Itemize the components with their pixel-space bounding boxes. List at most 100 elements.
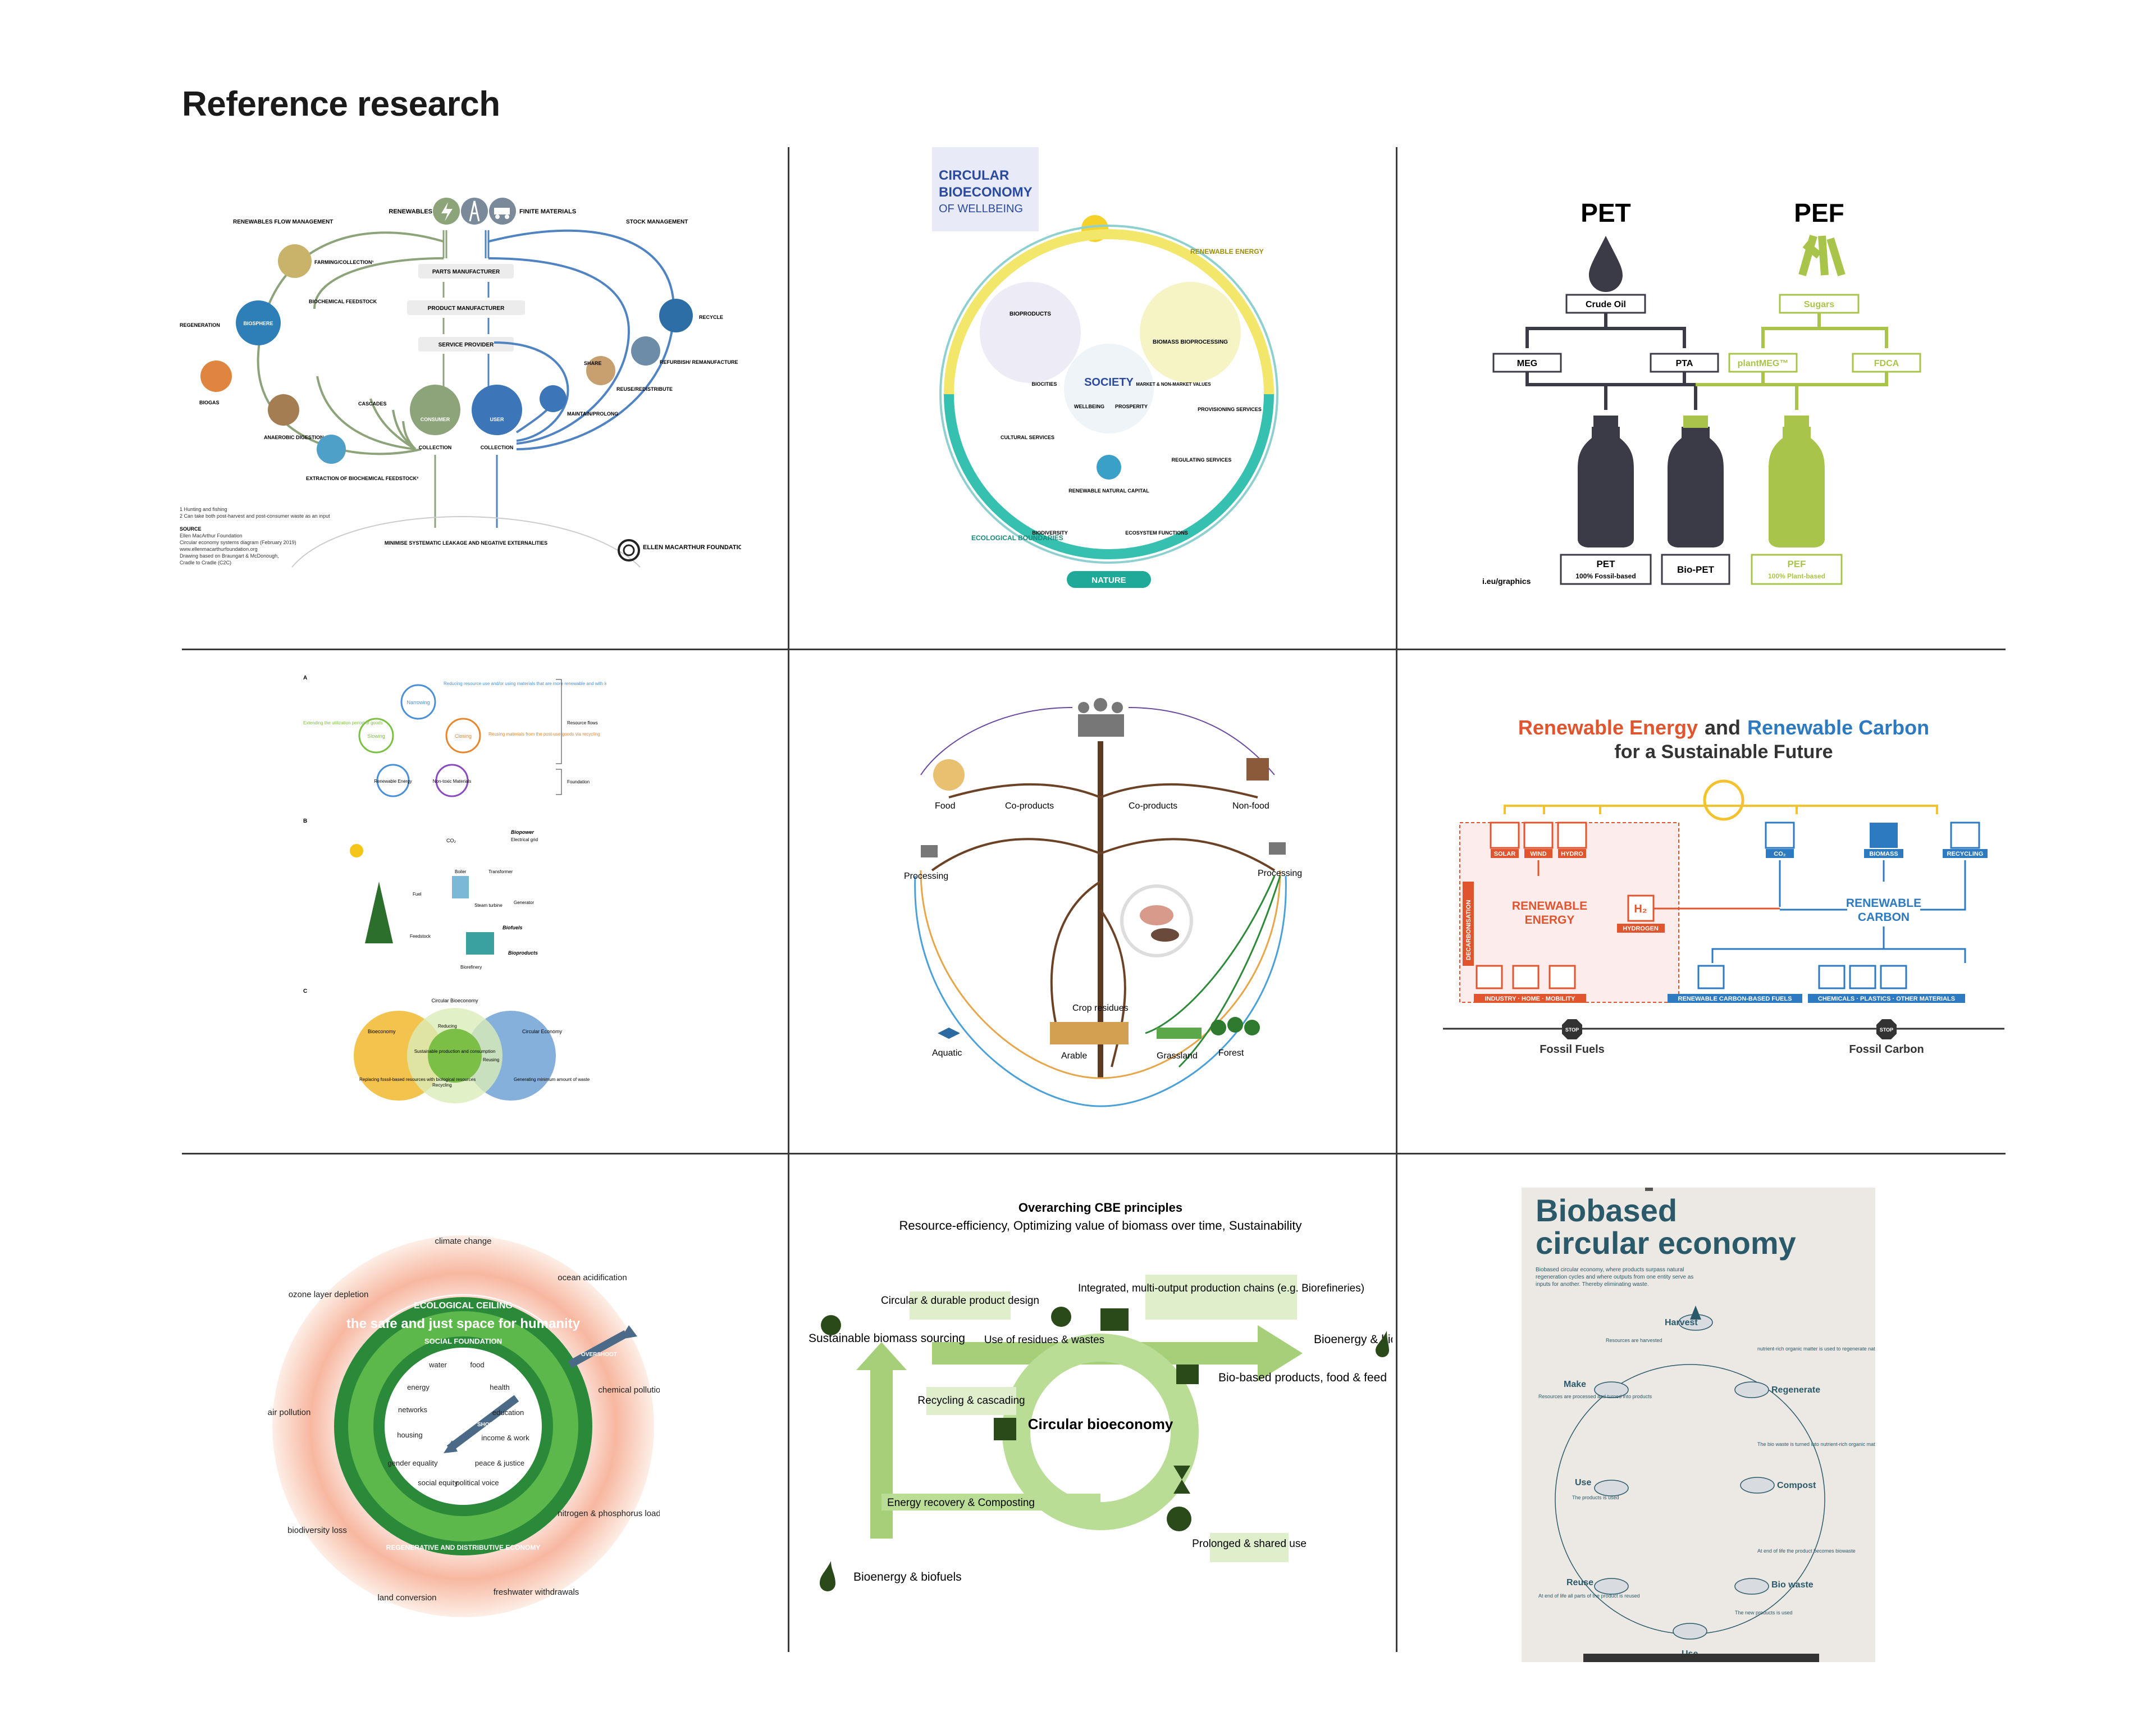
ocean-label: ocean acidification xyxy=(558,1273,627,1283)
cultural-label: CULTURAL SERVICES xyxy=(1001,435,1054,440)
market-label: MARKET & NON-MARKET VALUES xyxy=(1136,382,1211,387)
slowing-text: Extending the utilization period of good… xyxy=(303,720,383,725)
wheat-icon xyxy=(278,244,312,278)
boiler-icon xyxy=(452,876,469,898)
fdca-label: FDCA xyxy=(1874,359,1899,368)
wellbeing-diagram: CIRCULAR BIOECONOMY OF WELLBEING RENEWAB… xyxy=(932,147,1280,602)
foundation-label: SOCIAL FOUNDATION xyxy=(424,1337,502,1345)
compost-label: Compost xyxy=(1777,1481,1816,1490)
biobased-label: Bio-based products, food & feed xyxy=(1218,1371,1387,1384)
bioenergy-left-label: Bioenergy & biofuels xyxy=(853,1571,962,1583)
energy-label: energy xyxy=(407,1383,430,1391)
hydrogen-label: HYDROGEN xyxy=(1623,925,1659,932)
factory-left-icon xyxy=(921,845,938,857)
plant-icon xyxy=(821,1315,841,1335)
pef-heading: PEF xyxy=(1794,198,1844,227)
product-manufacturer-label: PRODUCT MANUFACTURER xyxy=(428,305,505,312)
co2-icon xyxy=(1766,823,1794,848)
principles-title: Overarching CBE principles xyxy=(1018,1201,1182,1215)
closing-text: Reusing materials from the post-use good… xyxy=(488,732,600,737)
new-products-text: The new products is used xyxy=(1735,1610,1793,1616)
provisioning-label: PROVISIONING SERVICES xyxy=(1198,407,1262,412)
wellbeing-label: WELLBEING xyxy=(1074,404,1104,409)
source-line-2: Circular economy systems diagram (Februa… xyxy=(180,540,296,545)
overshoot-label: OVERSHOOT xyxy=(581,1352,617,1358)
oil-drop-icon xyxy=(1589,236,1623,292)
integrated-box xyxy=(1145,1275,1297,1320)
tree-icon xyxy=(365,882,393,943)
climate-label: climate change xyxy=(435,1236,492,1246)
factory-icon xyxy=(631,336,660,366)
hydro-icon xyxy=(1558,823,1586,848)
grassland-label: Grassland xyxy=(1157,1051,1198,1061)
wind-icon xyxy=(1524,823,1552,848)
feedstock-label: Feedstock xyxy=(410,934,431,939)
biomass-label: BIOMASS xyxy=(1869,851,1898,857)
food-plate-icon xyxy=(933,759,965,791)
reuse-label: Reuse xyxy=(1566,1578,1593,1587)
chair-icon xyxy=(1246,758,1269,781)
ozone-label: ozone layer depletion xyxy=(289,1290,369,1299)
credit-label: i.eu/graphics xyxy=(1482,577,1531,586)
note-1: 1 Hunting and fishing xyxy=(180,506,227,512)
biomass-tree-diagram: Food Non-food Co-products Co-products Pr… xyxy=(887,685,1314,1123)
narrowing-text: Reducing resource use and/or using mater… xyxy=(444,681,606,686)
wave-icon xyxy=(1097,455,1121,480)
renewable-carbon-2: CARBON xyxy=(1858,911,1910,924)
panel-a-label: A xyxy=(303,675,307,681)
sun-icon xyxy=(350,844,363,857)
pef-result-label: PEF xyxy=(1787,559,1806,569)
grid-divider-h2 xyxy=(182,1153,2006,1154)
generator-label: Generator xyxy=(514,900,534,905)
ecosystem-label: ECOSYSTEM FUNCTIONS xyxy=(1125,530,1188,536)
renewables-label: RENEWABLES xyxy=(389,208,432,215)
share-icon xyxy=(1167,1507,1191,1531)
source-line-4: Drawing based on Braungart & McDonough, xyxy=(180,553,279,559)
pet-pef-diagram: PET PEF Crude Oil Sugars MEG PTA plantME… xyxy=(1482,191,1954,595)
shortfall-label: SHORTFALL xyxy=(477,1422,511,1428)
fuel-icon xyxy=(1698,966,1724,988)
anaerobic-label: ANAEROBIC DIGESTION xyxy=(264,435,324,440)
wheat-field-icon xyxy=(1050,1022,1129,1044)
nonfood-label: Non-food xyxy=(1232,801,1269,811)
social-label: social equity xyxy=(418,1478,458,1487)
make-label: Make xyxy=(1564,1380,1586,1389)
co2-label: CO₂ xyxy=(1774,851,1786,857)
biofuels-label: Biofuels xyxy=(503,925,523,930)
solar-icon xyxy=(1491,823,1519,848)
food-label: Food xyxy=(935,801,955,811)
chemicals-label: CHEMICALS · PLASTICS · OTHER MATERIALS xyxy=(1818,996,1955,1002)
stop-left-label: STOP xyxy=(1565,1027,1579,1033)
regenerate-text: nutrient-rich organic matter is used to … xyxy=(1757,1346,1875,1352)
consumer-label: CONSUMER xyxy=(421,417,450,422)
video-controls[interactable] xyxy=(1583,1654,1819,1662)
maintain-label: MAINTAIN/PROLONG xyxy=(567,411,618,417)
biomass-icon xyxy=(1870,823,1898,848)
poster-title-1: Biobased xyxy=(1536,1193,1677,1228)
aquatic-label: Aquatic xyxy=(932,1048,962,1058)
recycling-label: Recycling & cascading xyxy=(917,1395,1025,1407)
stop-right-label: STOP xyxy=(1880,1027,1893,1033)
reuse-icon xyxy=(1595,1578,1628,1594)
regulating-label: REGULATING SERVICES xyxy=(1172,457,1232,463)
chemicals-icon xyxy=(1819,966,1844,988)
cbe-label: Circular Bioeconomy xyxy=(431,998,478,1003)
processing-left-label: Processing xyxy=(904,871,948,881)
core-circle xyxy=(428,1029,482,1083)
fuel-label: Fuel xyxy=(413,892,422,897)
biorefinery-label: Biorefinery xyxy=(460,965,482,970)
fossil-carbon-label: Fossil Carbon xyxy=(1849,1043,1924,1056)
harvest-text: Resources are harvested xyxy=(1606,1338,1662,1343)
education-label: education xyxy=(492,1408,524,1417)
regen-label: REGENERATIVE AND DISTRIBUTIVE ECONOMY xyxy=(386,1544,541,1551)
recycling-icon xyxy=(1951,823,1979,848)
biopower-label: Biopower xyxy=(511,829,534,835)
narrowing-label: Narrowing xyxy=(406,700,430,705)
compost-text: The bio waste is turned into nutrient-ri… xyxy=(1757,1441,1875,1447)
people-icon xyxy=(1078,698,1124,737)
biochem-label: BIOCHEMICAL FEEDSTOCK xyxy=(309,299,377,304)
nature-label: NATURE xyxy=(1091,576,1126,585)
society-label: SOCIETY xyxy=(1084,376,1134,389)
recycle-bin-icon xyxy=(994,1418,1016,1440)
parts-manufacturer-label: PARTS MANUFACTURER xyxy=(432,269,500,275)
